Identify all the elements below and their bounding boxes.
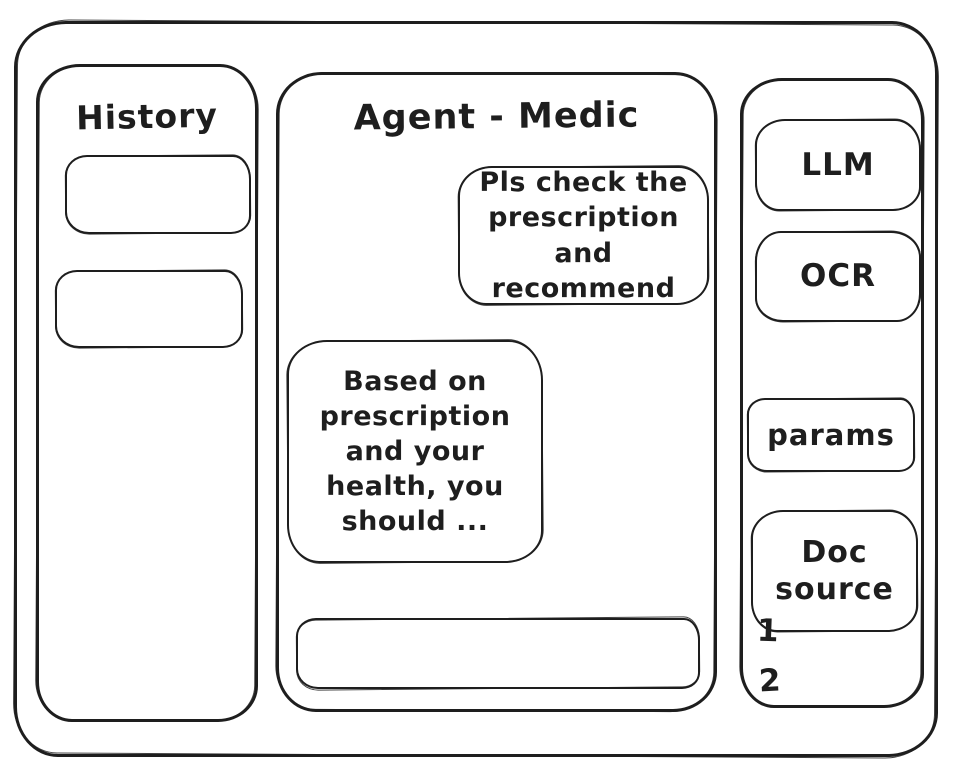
chat-panel: Agent - Medic Pls check the prescription… (276, 72, 717, 712)
history-panel: History (36, 64, 258, 722)
tools-panel: LLM OCR params Doc source 1 2 (740, 78, 924, 708)
doc-source-item-2: 2 (758, 662, 782, 700)
history-item[interactable] (55, 270, 243, 348)
params-button[interactable]: params (747, 398, 915, 472)
ocr-button[interactable]: OCR (755, 231, 921, 322)
chat-title: Agent - Medic (353, 95, 640, 139)
user-message-bubble: Pls check the prescription and recommend (458, 166, 709, 305)
doc-source-button[interactable]: Doc source (751, 510, 918, 632)
history-item[interactable] (65, 155, 251, 234)
llm-button[interactable]: LLM (755, 119, 921, 211)
message-input-box[interactable] (296, 618, 700, 689)
message-input[interactable] (298, 620, 698, 687)
doc-source-item-1: 1 (756, 612, 780, 650)
history-title: History (75, 95, 219, 138)
agent-message-bubble: Based on prescription and your health, y… (287, 340, 543, 563)
